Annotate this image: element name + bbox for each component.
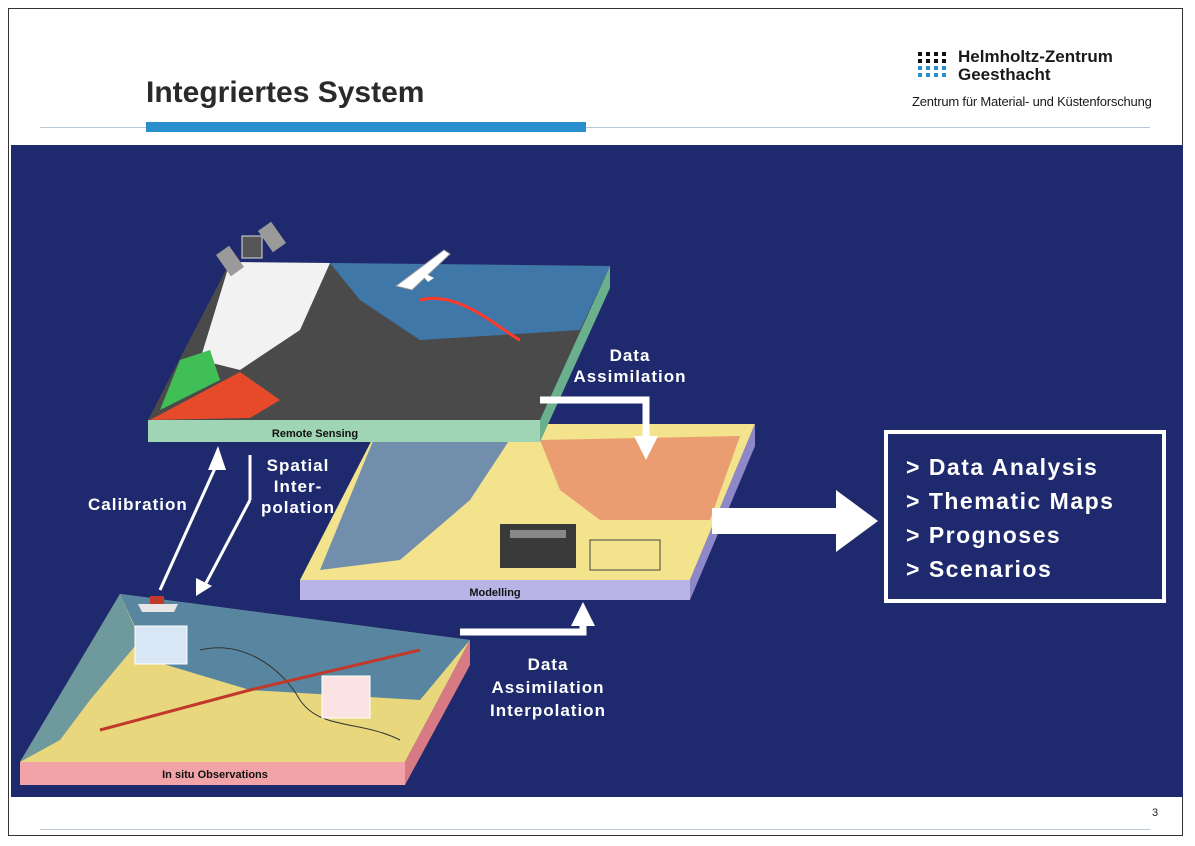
spatial-interpolation-line1: Spatial xyxy=(267,456,330,475)
ship-icon xyxy=(138,596,178,612)
title-divider xyxy=(40,127,1150,128)
bottom-arrow-line1: Data xyxy=(528,655,569,674)
data-assimilation-interpolation-arrow xyxy=(460,602,595,636)
in-situ-label: In situ Observations xyxy=(162,769,268,781)
output-item-thematic-maps: > Thematic Maps xyxy=(906,488,1115,514)
satellite-icon xyxy=(215,221,287,277)
footer-divider xyxy=(40,829,1150,830)
logo-name-line2: Geesthacht xyxy=(958,65,1051,84)
hzg-logo: Helmholtz-Zentrum Geesthacht Zentrum für… xyxy=(912,47,1156,130)
remote-sensing-label: Remote Sensing xyxy=(272,428,358,440)
page-number: 3 xyxy=(1152,807,1159,819)
output-item-prognoses: > Prognoses xyxy=(906,522,1062,548)
data-assimilation-top-line1: Data xyxy=(610,346,651,365)
remote-sensing-layer xyxy=(148,262,610,442)
calibration-label: Calibration xyxy=(88,495,188,514)
output-arrow xyxy=(712,490,878,552)
output-item-data-analysis: > Data Analysis xyxy=(906,454,1099,480)
data-assimilation-top-line2: Assimilation xyxy=(573,367,686,386)
data-assimilation-arrow-top xyxy=(540,396,658,460)
slide-title: Integriertes System xyxy=(146,76,425,109)
output-item-scenarios: > Scenarios xyxy=(906,556,1053,582)
title-accent-bar xyxy=(146,122,586,132)
logo-dots-icon xyxy=(916,50,956,80)
in-situ-layer xyxy=(20,594,470,785)
calibration-arrow xyxy=(158,446,226,591)
logo-subtitle: Zentrum für Material- und Küstenforschun… xyxy=(912,94,1152,109)
spatial-interpolation-line2: Inter- xyxy=(274,477,323,496)
modelling-layer xyxy=(300,424,755,600)
outputs-box: > Data Analysis > Thematic Maps > Progno… xyxy=(884,430,1166,603)
aircraft-icon xyxy=(394,249,451,291)
bottom-arrow-line3: Interpolation xyxy=(490,701,606,720)
logo-name-line1: Helmholtz-Zentrum xyxy=(958,47,1113,66)
bottom-arrow-line2: Assimilation xyxy=(491,678,604,697)
modelling-label: Modelling xyxy=(469,587,520,599)
spatial-interpolation-arrow xyxy=(196,455,252,596)
spatial-interpolation-line3: polation xyxy=(261,498,335,517)
